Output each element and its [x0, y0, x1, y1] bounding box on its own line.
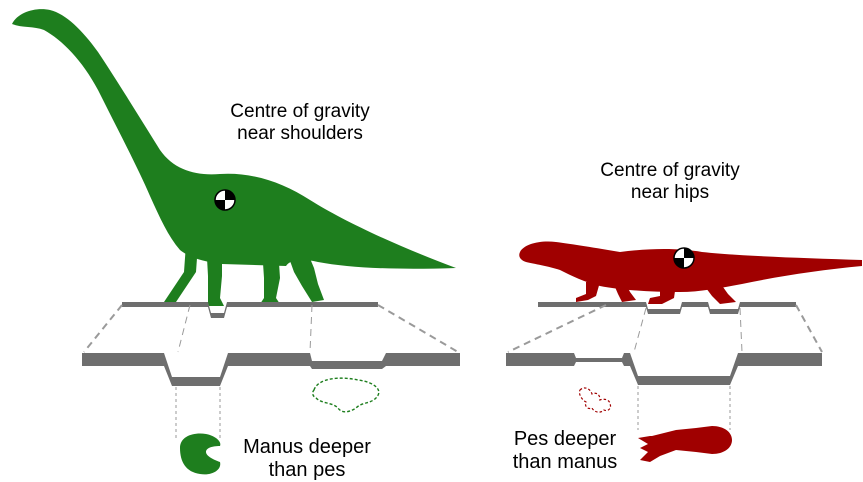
sauropod-panel — [12, 9, 460, 474]
sauropod-cog-label-line1: Centre of gravity — [200, 101, 400, 123]
manus-print-icon — [180, 434, 220, 475]
sauropod-cog-label-line2: near shoulders — [200, 123, 400, 145]
pes-print-icon — [638, 426, 732, 462]
sauropod-depth-label: Manus deeper than pes — [232, 436, 382, 482]
projection-lines — [84, 305, 458, 352]
manus-print-outline-icon — [579, 388, 610, 412]
centre-of-gravity-icon — [215, 190, 235, 210]
print-guide-lines — [176, 387, 220, 440]
crocodylomorph-depth-label: Pes deeper than manus — [490, 428, 640, 474]
crocodylomorph-cog-label-line2: near hips — [570, 182, 770, 204]
ground-cross-section — [506, 353, 822, 385]
ground-surface-small — [538, 302, 796, 314]
sauropod-silhouette — [12, 9, 456, 306]
ground-surface-small — [122, 302, 378, 318]
sauropod-depth-label-line1: Manus deeper — [232, 436, 382, 459]
sauropod-cog-label: Centre of gravity near shoulders — [200, 101, 400, 145]
pes-print-outline-icon — [313, 378, 379, 412]
centre-of-gravity-icon — [674, 248, 694, 268]
crocodylomorph-depth-label-line1: Pes deeper — [490, 428, 640, 451]
print-guide-lines — [638, 386, 730, 430]
ground-cross-section — [82, 353, 460, 386]
crocodylomorph-depth-label-line2: than manus — [490, 451, 640, 474]
crocodylomorph-cog-label: Centre of gravity near hips — [570, 160, 770, 204]
crocodylomorph-cog-label-line1: Centre of gravity — [570, 160, 770, 182]
